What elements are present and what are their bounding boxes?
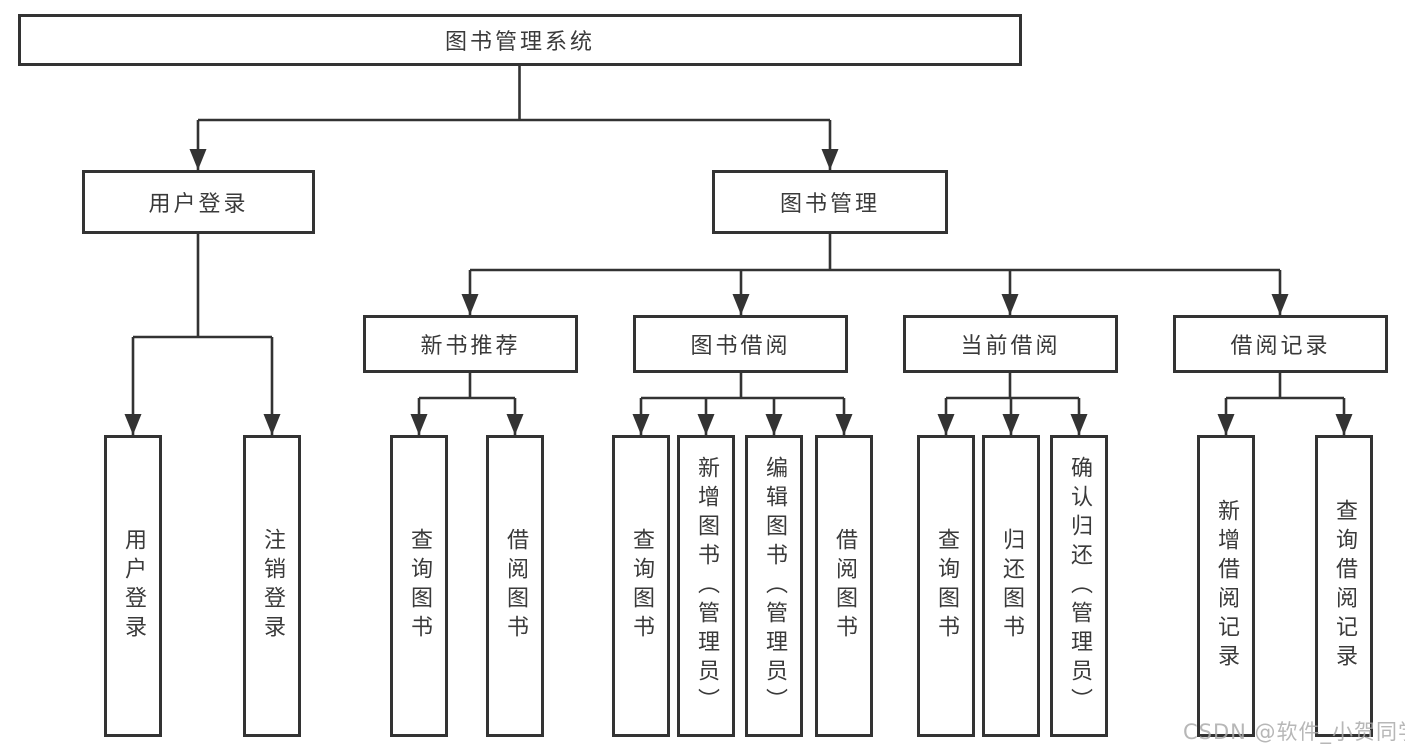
leaf-query-books-borrowing: 查询图书: [612, 435, 670, 737]
node-label: 查询图书: [407, 528, 432, 644]
leaf-query-books-current: 查询图书: [917, 435, 975, 737]
node-label: 当前借阅: [960, 334, 1061, 359]
node-label: 用户登录: [148, 192, 249, 217]
leaf-query-borrow-record: 查询借阅记录: [1315, 435, 1373, 737]
csdn-watermark: CSDN @软件_小贺同学: [1183, 720, 1405, 744]
node-label: 借阅图书: [832, 528, 857, 644]
leaf-confirm-return-admin: 确认归还（管理员）: [1050, 435, 1108, 737]
node-label: 图书管理系统: [444, 30, 595, 55]
node-borrowing-records: 借阅记录: [1173, 315, 1388, 373]
node-label: 查询图书: [629, 528, 654, 644]
node-label: 用户登录: [121, 528, 146, 644]
leaf-logout: 注销登录: [243, 435, 301, 737]
node-label: 注销登录: [260, 528, 285, 644]
node-label: 图书管理: [779, 192, 880, 217]
node-label: 新增借阅记录: [1214, 499, 1239, 673]
node-label: 新增图书（管理员）: [694, 455, 719, 717]
node-label: 新书推荐: [420, 334, 521, 359]
node-label: 查询图书: [934, 528, 959, 644]
node-label: 借阅图书: [503, 528, 528, 644]
node-label: 归还图书: [999, 528, 1024, 644]
leaf-query-books-recommend: 查询图书: [390, 435, 448, 737]
node-library-system-root: 图书管理系统: [18, 14, 1022, 66]
node-current-borrowing: 当前借阅: [903, 315, 1118, 373]
node-book-borrowing: 图书借阅: [633, 315, 848, 373]
node-book-management: 图书管理: [712, 170, 948, 234]
leaf-user-login: 用户登录: [104, 435, 162, 737]
node-label: 查询借阅记录: [1332, 499, 1357, 673]
node-label: 图书借阅: [690, 334, 791, 359]
leaf-borrow-books: 借阅图书: [815, 435, 873, 737]
leaf-add-books-admin: 新增图书（管理员）: [677, 435, 735, 737]
leaf-return-books: 归还图书: [982, 435, 1040, 737]
node-new-book-recommend: 新书推荐: [363, 315, 578, 373]
leaf-borrow-books-recommend: 借阅图书: [486, 435, 544, 737]
leaf-add-borrow-record: 新增借阅记录: [1197, 435, 1255, 737]
node-user-login: 用户登录: [82, 170, 315, 234]
leaf-edit-books-admin: 编辑图书（管理员）: [745, 435, 803, 737]
node-label: 借阅记录: [1230, 334, 1331, 359]
node-label: 确认归还（管理员）: [1067, 455, 1092, 717]
node-label: 编辑图书（管理员）: [762, 455, 787, 717]
